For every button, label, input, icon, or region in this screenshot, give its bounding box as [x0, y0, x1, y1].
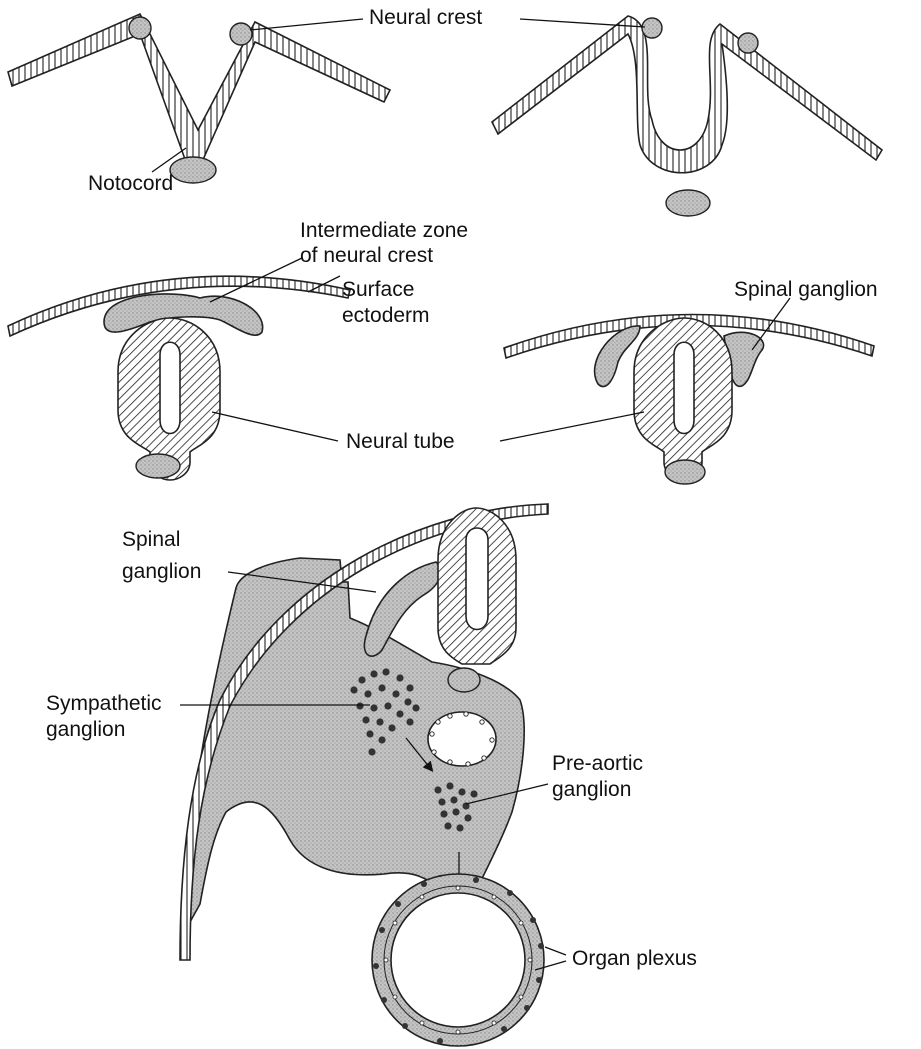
- neural-crest-left: [129, 17, 151, 39]
- label-spinal-ganglion-top: Spinal ganglion: [734, 278, 878, 301]
- notocord-shape-2: [666, 190, 710, 216]
- leader-neural-crest-1: [250, 19, 363, 30]
- panel-neural-tube-late: [504, 314, 874, 484]
- neural-crest-right: [230, 23, 252, 45]
- label-pre-aortic-line2: ganglion: [552, 778, 631, 801]
- label-neural-crest: Neural crest: [369, 6, 482, 29]
- panel-neural-plate: [8, 14, 390, 183]
- panel-neural-tube-early: [8, 276, 350, 480]
- notocord-shape-4: [665, 460, 705, 484]
- neural-plate-ectoderm: [8, 14, 390, 162]
- organ-lumen: [391, 893, 525, 1027]
- label-surface-ectoderm-line2: ectoderm: [342, 304, 430, 327]
- label-sympathetic-ganglion-line2: ganglion: [46, 718, 125, 741]
- label-spinal-ganglion-bottom-line1: Spinal: [122, 528, 180, 551]
- leader-neural-tube-2: [500, 412, 644, 441]
- notocord-shape: [170, 157, 216, 183]
- label-notocord: Notocord: [88, 172, 173, 195]
- neural-crest-left-2: [642, 18, 662, 38]
- label-intermediate-zone-line2: of neural crest: [300, 244, 433, 267]
- label-neural-tube: Neural tube: [346, 430, 455, 453]
- panel-neural-groove: [492, 16, 882, 216]
- label-spinal-ganglion-bottom-line2: ganglion: [122, 560, 201, 583]
- neural-crest-right-2: [738, 33, 758, 53]
- leader-neural-tube-1: [212, 412, 338, 441]
- neural-tube-3: [438, 508, 516, 664]
- notocord-shape-5: [448, 668, 480, 692]
- leader-organ-plexus-1: [545, 947, 566, 955]
- panel-ganglia-migration: [180, 504, 548, 1046]
- label-surface-ectoderm-line1: Surface: [342, 278, 414, 301]
- label-pre-aortic-line1: Pre-aortic: [552, 752, 643, 775]
- label-intermediate-zone-line1: Intermediate zone: [300, 219, 468, 242]
- label-organ-plexus: Organ plexus: [572, 947, 697, 970]
- label-sympathetic-ganglion-line1: Sympathetic: [46, 692, 162, 715]
- notocord-shape-3: [136, 454, 180, 478]
- spinal-ganglion-left: [595, 326, 640, 387]
- spinal-ganglion-bottom: [364, 562, 440, 656]
- neural-groove-ectoderm: [492, 16, 882, 173]
- neural-tube-2: [634, 318, 732, 480]
